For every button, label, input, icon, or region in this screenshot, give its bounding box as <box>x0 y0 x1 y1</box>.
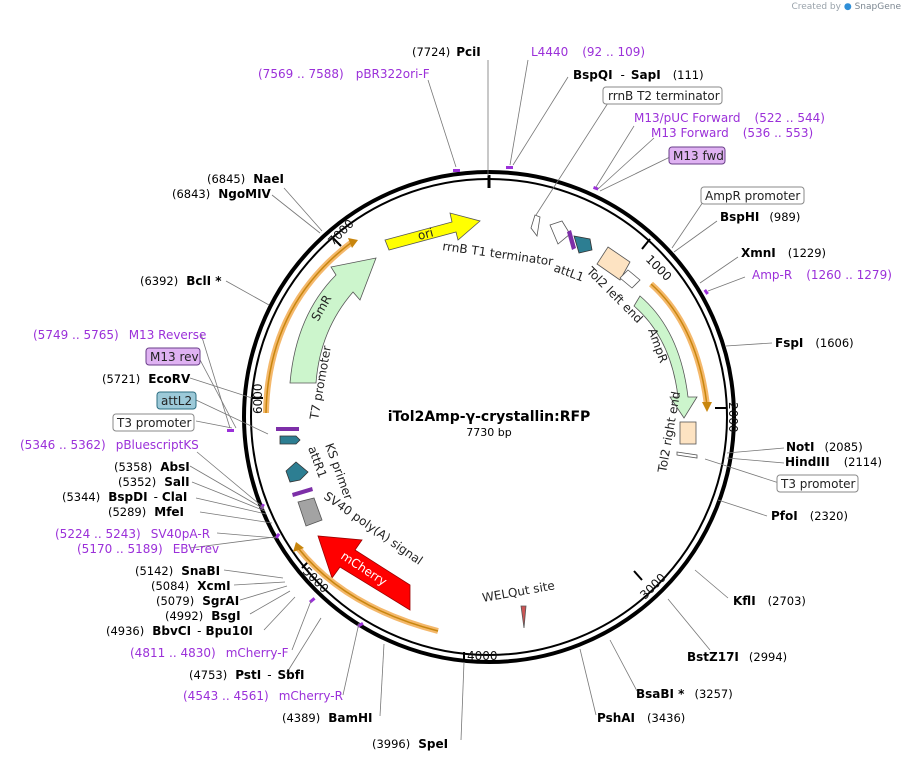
smr-feature[interactable] <box>289 257 377 384</box>
primer-m13puc[interactable]: M13/pUC Forward(522 .. 544) <box>634 111 825 125</box>
credit-prefix: Created by <box>791 2 841 12</box>
t3-promoter-left-box-label[interactable]: T3 promoter <box>116 416 192 430</box>
site-fspi[interactable]: FspI(1606) <box>775 336 854 350</box>
site-bspqi-sapi[interactable]: BspQI-SapI(111) <box>573 68 704 82</box>
site-xmni[interactable]: XmnI(1229) <box>741 246 826 260</box>
primer-labels: L4440(92 .. 109) M13/pUC Forward(522 .. … <box>20 45 892 703</box>
site-bsgi[interactable]: (4992)BsgI <box>165 609 241 623</box>
plasmid-size: 7730 bp <box>466 426 511 439</box>
primer-mcherryr[interactable]: (4543 .. 4561)mCherry-R <box>183 689 343 703</box>
site-bspdi-clai[interactable]: (5344)BspDI-ClaI <box>62 490 187 504</box>
welqut-label: WELQut site <box>481 578 556 605</box>
site-bamhi[interactable]: (4389)BamHI <box>282 711 373 725</box>
site-bsabi[interactable]: BsaBI *(3257) <box>636 687 733 701</box>
rrnb-t1-label: rrnB T1 terminator <box>442 239 555 268</box>
t3-promoter-right-feature[interactable] <box>676 451 698 459</box>
ruler <box>251 237 727 662</box>
site-bbvci-bpu10i[interactable]: (4936)BbvCI-Bpu10I <box>106 624 253 638</box>
site-pfoi[interactable]: PfoI(2320) <box>771 509 848 523</box>
m13fwd-box-label[interactable]: M13 fwd <box>673 149 724 163</box>
attl2-feature[interactable] <box>279 435 301 445</box>
primer-ampr[interactable]: Amp-R(1260 .. 1279) <box>752 268 892 282</box>
ori-label: ori <box>416 225 435 243</box>
tol2-right-feature[interactable] <box>679 421 697 445</box>
plasmid-name: iTol2Amp-γ-crystallin:RFP <box>388 409 591 425</box>
rrnb-t2-feature[interactable] <box>549 220 571 245</box>
plasmid-backbone <box>242 170 736 664</box>
site-noti[interactable]: NotI(2085) <box>786 440 863 454</box>
primer-mcherryf[interactable]: (4811 .. 4830)mCherry-F <box>130 646 289 660</box>
primer-ebvrev[interactable]: (5170 .. 5189)EBV-rev <box>77 542 219 556</box>
mcherry-feature[interactable] <box>317 535 411 611</box>
tick-6000: 6000 <box>251 383 265 414</box>
credit-brand: SnapGene <box>854 2 901 12</box>
site-kfli[interactable]: KflI(2703) <box>733 594 806 608</box>
site-ecorv[interactable]: (5721)EcoRV <box>102 372 191 386</box>
site-xcmi[interactable]: (5084)XcmI <box>151 579 231 593</box>
tol2-left-feature[interactable] <box>596 246 631 281</box>
ampr-feature[interactable] <box>633 295 698 419</box>
primer-sv40pa[interactable]: (5224 .. 5243)SV40pA-R <box>55 527 210 541</box>
site-bsphi[interactable]: BspHI(989) <box>720 210 800 224</box>
site-sali[interactable]: (5352)SalI <box>118 475 190 489</box>
site-bstz17i[interactable]: BstZ17I(2994) <box>687 650 787 664</box>
sv40-feature[interactable] <box>297 497 323 527</box>
tick-1000: 1000 <box>643 252 674 283</box>
t7-feature[interactable] <box>276 427 299 431</box>
site-snabi[interactable]: (5142)SnaBI <box>135 564 220 578</box>
mcherry-primer-mark <box>292 487 313 497</box>
ampr-promoter-feature[interactable] <box>619 269 641 289</box>
m13rev-box-label[interactable]: M13 rev <box>150 350 199 364</box>
ori-feature[interactable] <box>384 212 481 251</box>
attl1-label: attL1 <box>552 261 586 285</box>
attl1-feature[interactable] <box>573 235 593 254</box>
primer-l4440[interactable]: L4440(92 .. 109) <box>531 45 645 59</box>
primer-m13rev[interactable]: (5749 .. 5765)M13 Reverse <box>33 328 206 342</box>
tol2-right-label: Tol2 right end <box>655 390 683 474</box>
boxed-labels: rrnB T2 terminator M13 fwd AmpR promoter… <box>112 86 859 493</box>
snapgene-logo-icon: ● <box>843 2 852 12</box>
site-psti-sbfi[interactable]: (4753)PstI-SbfI <box>189 668 304 682</box>
site-mfei[interactable]: (5289)MfeI <box>108 505 184 519</box>
snapgene-credit: Created by ● SnapGene <box>791 2 901 12</box>
t3-promoter-right-box-label[interactable]: T3 promoter <box>780 477 856 491</box>
site-pshai[interactable]: PshAI(3436) <box>597 711 685 725</box>
site-pcii[interactable]: (7724)PciI <box>412 45 481 59</box>
site-ngomiv[interactable]: (6843)NgoMIV <box>172 187 272 201</box>
site-bcli[interactable]: (6392)BclI * <box>140 274 222 288</box>
tick-4000: 4000 <box>467 649 498 663</box>
primer-pbluescript[interactable]: (5346 .. 5362)pBluescriptKS <box>20 438 199 452</box>
primer-pbr322[interactable]: (7569 .. 7588)pBR322ori-F <box>258 67 430 81</box>
welqut-feature[interactable] <box>520 605 527 629</box>
site-naei[interactable]: (6845)NaeI <box>207 172 284 186</box>
site-sgrai[interactable]: (5079)SgrAI <box>156 594 239 608</box>
primer-m13fwd[interactable]: M13 Forward(536 .. 553) <box>651 126 813 140</box>
primer-marks <box>227 166 709 628</box>
rrnb-t2-box-label[interactable]: rrnB T2 terminator <box>608 89 720 103</box>
leader-lines <box>189 59 785 741</box>
site-spei[interactable]: (3996)SpeI <box>372 737 448 751</box>
site-absi[interactable]: (5358)AbsI <box>114 460 190 474</box>
enzyme-sites: (7724)PciI BspQI-SapI(111) BspHI(989) Xm… <box>62 45 882 751</box>
rrnb-t1-feature[interactable] <box>530 214 541 237</box>
m13puc-primer-mark <box>567 230 576 250</box>
attr1-feature[interactable] <box>285 461 309 483</box>
attl2-box-label[interactable]: attL2 <box>161 394 192 408</box>
ampr-promoter-box-label[interactable]: AmpR promoter <box>705 189 800 203</box>
tick-2000: 2000 <box>726 402 740 433</box>
site-hindiii[interactable]: HindIII(2114) <box>785 455 882 469</box>
